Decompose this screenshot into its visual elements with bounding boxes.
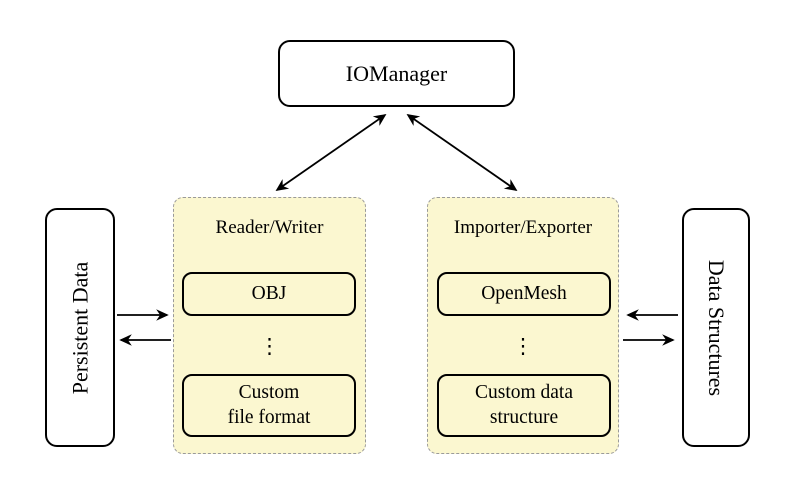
node-persistent-data: Persistent Data [45,208,115,447]
node-persistent-data-label: Persistent Data [67,261,92,394]
vertical-ellipsis-icon: ⋮ [259,334,280,358]
node-custom-data-structure: Custom data structure [437,374,611,437]
group-reader-writer: Reader/Writer OBJ ⋮ Custom file format [173,197,366,454]
node-iomanager: IOManager [278,40,515,107]
vertical-ellipsis-icon: ⋮ [512,334,534,358]
group-importer-exporter: Importer/Exporter OpenMesh ⋮ Custom data… [427,197,619,454]
node-custom-file-format-label: Custom file format [227,381,311,428]
node-obj: OBJ [182,272,356,316]
node-data-structures-label: Data Structures [704,259,730,396]
arrow-iomanager-readerwriter [275,113,387,192]
group-importer-exporter-title: Importer/Exporter [453,217,593,238]
node-openmesh: OpenMesh [437,272,611,316]
node-custom-file-format: Custom file format [182,374,356,437]
node-obj-label: OBJ [251,282,287,304]
node-iomanager-label: IOManager [345,60,448,86]
node-custom-data-structure-label: Custom data structure [474,381,574,428]
group-reader-writer-title: Reader/Writer [215,217,324,238]
node-data-structures: Data Structures [682,208,750,447]
node-openmesh-label: OpenMesh [481,282,567,304]
arrow-iomanager-importerexporter [406,113,518,192]
